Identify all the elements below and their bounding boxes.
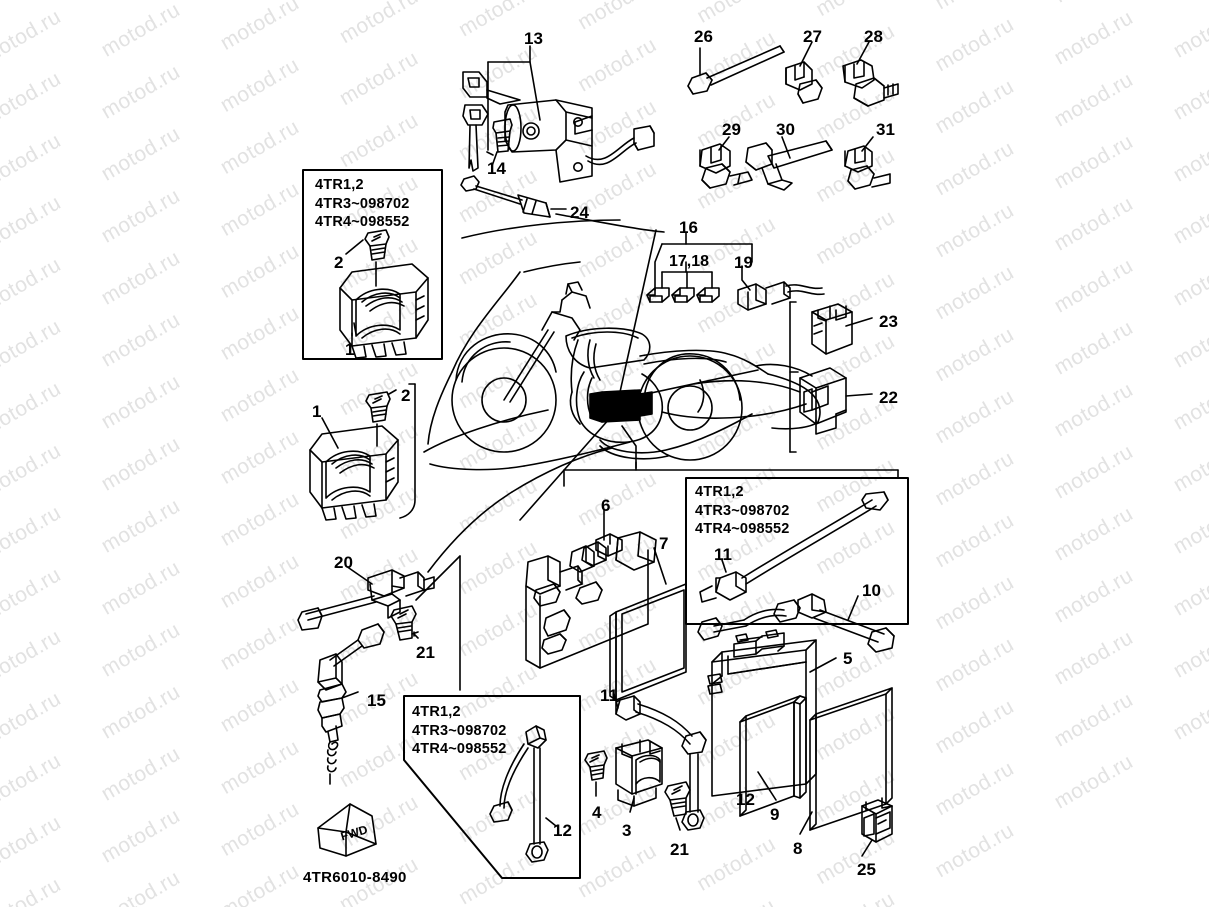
callout-number-27: 27 <box>803 27 822 46</box>
callout-number-7: 7 <box>659 534 669 553</box>
callout-number-15: 15 <box>367 691 386 710</box>
callout-number-4: 4 <box>592 803 602 822</box>
callout-number-24: 24 <box>570 203 589 222</box>
callout-number-23: 23 <box>879 312 898 331</box>
callout-number-14: 14 <box>487 159 506 178</box>
variant-note-top-left: 4TR1,2 4TR3~098702 4TR4~098552 <box>315 177 410 231</box>
callout-number-30: 30 <box>776 120 795 139</box>
callout-number-20: 20 <box>334 553 353 572</box>
callout-number-1: 1 <box>345 340 355 359</box>
callout-number-10: 10 <box>862 581 881 600</box>
callout-number-11: 11 <box>600 686 618 705</box>
callout-number-21: 21 <box>670 840 689 859</box>
callout-number-31: 31 <box>876 120 895 139</box>
callout-number-19: 19 <box>734 253 753 272</box>
callout-number-8: 8 <box>793 839 803 858</box>
callout-number-29: 29 <box>722 120 741 139</box>
callout-number-11: 11 <box>714 545 732 564</box>
callout-number-25: 25 <box>857 860 876 879</box>
callout-number-22: 22 <box>879 388 898 407</box>
callout-number-17-18: 17,18 <box>669 253 710 270</box>
variant-note-mid-right: 4TR1,2 4TR3~098702 4TR4~098552 <box>695 484 790 538</box>
callout-number-28: 28 <box>864 27 883 46</box>
callout-number-9: 9 <box>770 805 780 824</box>
callout-number-21: 21 <box>416 643 435 662</box>
callout-number-3: 3 <box>622 821 632 840</box>
callout-number-16: 16 <box>679 218 698 237</box>
callout-number-26: 26 <box>694 27 713 46</box>
callout-number-1: 1 <box>312 402 322 421</box>
callout-number-12: 12 <box>553 821 572 840</box>
callout-number-13: 13 <box>524 29 543 48</box>
callout-number-12: 12 <box>736 790 755 809</box>
callout-number-6: 6 <box>601 496 611 515</box>
callout-number-2: 2 <box>401 386 411 405</box>
callout-number-5: 5 <box>843 649 853 668</box>
variant-note-bottom-left: 4TR1,2 4TR3~098702 4TR4~098552 <box>412 704 507 758</box>
drawing-number: 4TR6010-8490 <box>303 869 407 886</box>
callout-number-2: 2 <box>334 253 344 272</box>
